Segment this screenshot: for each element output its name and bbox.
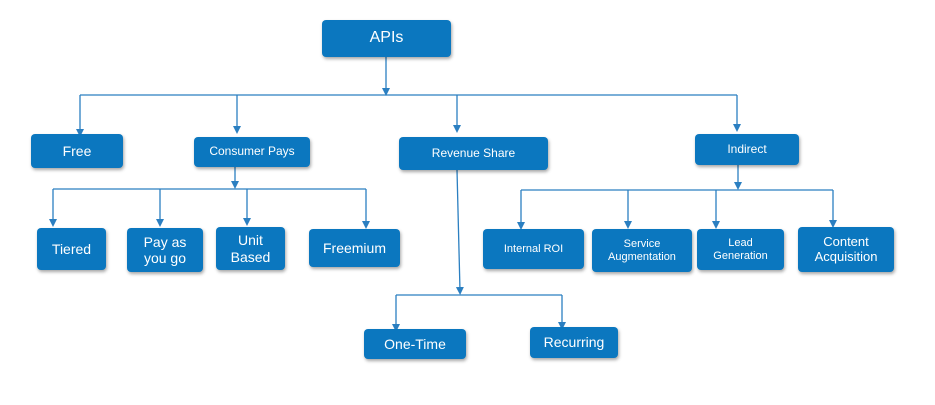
node-one-time: One-Time — [364, 329, 466, 359]
connector-revenue-share-down — [455, 169, 464, 295]
node-apis: APIs — [322, 20, 451, 57]
node-service-augmentation: Service Augmentation — [592, 229, 692, 272]
node-freemium: Freemium — [309, 229, 400, 267]
node-content-acquisition: Content Acquisition — [798, 227, 894, 272]
node-unit-based: Unit Based — [216, 227, 285, 270]
node-internal-roi: Internal ROI — [483, 229, 584, 269]
node-free: Free — [31, 134, 123, 168]
node-tiered: Tiered — [37, 228, 106, 270]
node-consumer-pays: Consumer Pays — [194, 137, 310, 167]
node-indirect: Indirect — [695, 134, 799, 165]
node-revenue-share: Revenue Share — [399, 137, 548, 170]
node-recurring: Recurring — [530, 327, 618, 358]
node-lead-generation: Lead Generation — [697, 229, 784, 270]
node-pay-as-you-go: Pay as you go — [127, 228, 203, 272]
